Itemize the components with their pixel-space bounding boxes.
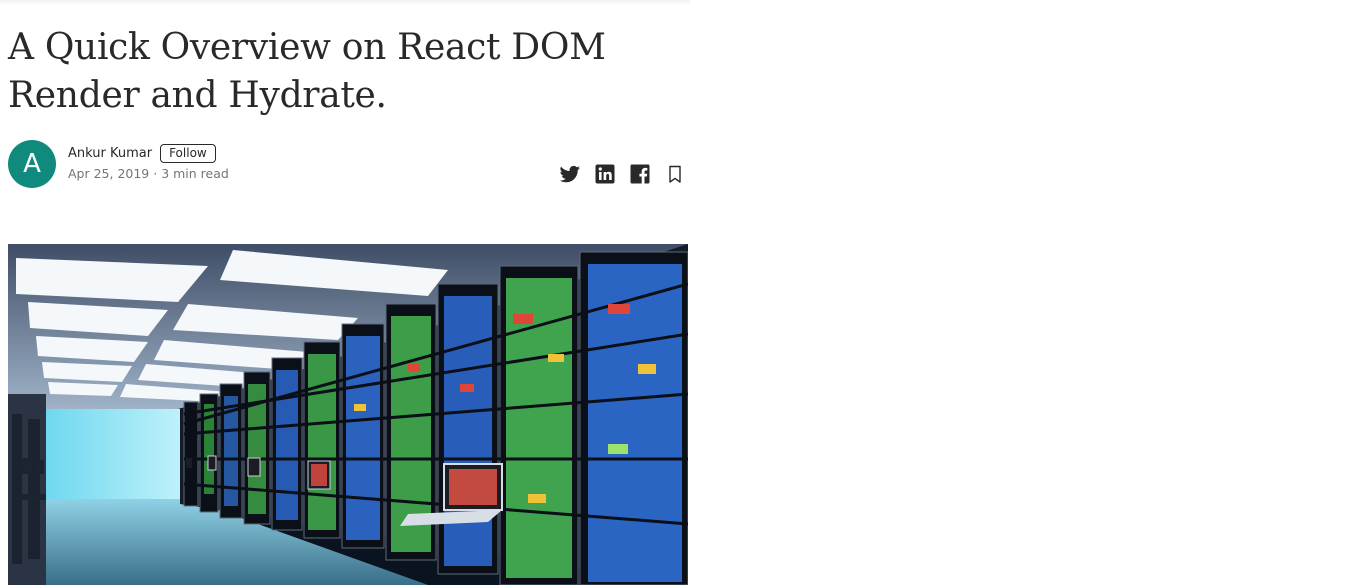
server-room-icon <box>8 244 688 585</box>
author-row: Ankur Kumar Follow <box>68 143 229 163</box>
twitter-icon[interactable] <box>558 162 582 186</box>
follow-button[interactable]: Follow <box>160 143 216 163</box>
top-bar-shadow <box>0 0 690 6</box>
byline: A Ankur Kumar Follow Apr 25, 2019 · 3 mi… <box>8 140 688 188</box>
post-meta: Apr 25, 2019 · 3 min read <box>68 166 229 181</box>
avatar[interactable]: A <box>8 140 56 188</box>
post-date: Apr 25, 2019 <box>68 166 150 181</box>
author-block: Ankur Kumar Follow Apr 25, 2019 · 3 min … <box>68 143 229 181</box>
linkedin-icon[interactable] <box>593 162 617 186</box>
meta-separator: · <box>149 166 162 181</box>
author-name[interactable]: Ankur Kumar <box>68 145 153 161</box>
article-title: A Quick Overview on React DOM Render and… <box>8 27 606 116</box>
share-toolbar <box>558 162 698 186</box>
bookmark-icon[interactable] <box>663 162 687 186</box>
facebook-icon[interactable] <box>628 162 652 186</box>
hero-image <box>8 244 688 585</box>
read-time: 3 min read <box>161 166 229 181</box>
